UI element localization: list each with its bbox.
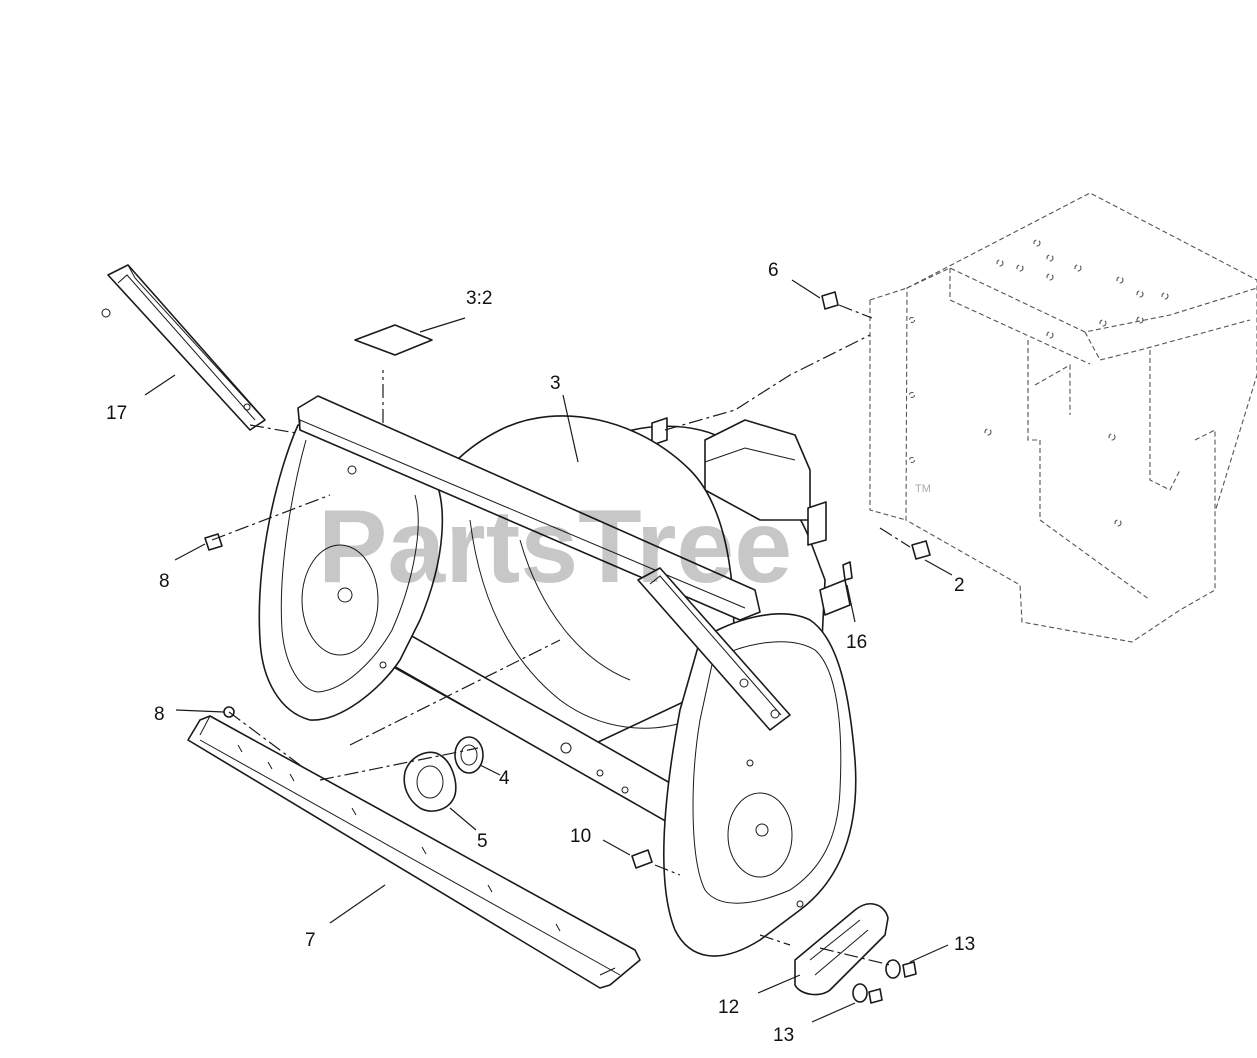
callout-8-upper: 8 — [159, 571, 170, 592]
decal-part-3-2 — [354, 324, 433, 356]
washer-part-13-upper — [885, 959, 901, 979]
nut-part-13-lower — [868, 988, 883, 1004]
callout-16: 16 — [846, 632, 867, 653]
bolt-part-6 — [821, 291, 839, 310]
skid-strip-part-17 — [101, 264, 266, 431]
bearing-part-4 — [454, 736, 484, 774]
scraper-bar-part-7 — [187, 715, 641, 989]
leader-lines — [144, 279, 953, 1023]
callout-7: 7 — [305, 930, 316, 951]
callout-17: 17 — [106, 403, 127, 424]
callout-6: 6 — [768, 260, 779, 281]
watermark-text: PartsTree — [318, 489, 792, 605]
bolt-part-16 — [842, 561, 853, 581]
callout-13-upper: 13 — [954, 934, 975, 955]
blower-housing — [258, 395, 857, 957]
watermark-trademark: TM — [915, 483, 931, 495]
callout-5: 5 — [477, 831, 488, 852]
frame-holes — [908, 239, 1169, 527]
callout-13-lower: 13 — [773, 1025, 794, 1046]
skid-shoe-part-12 — [794, 903, 889, 996]
nut-part-13-upper — [902, 961, 917, 978]
callout-12: 12 — [718, 997, 739, 1018]
callout-4: 4 — [499, 768, 510, 789]
bolt-part-10 — [631, 849, 653, 869]
washer-part-13-lower — [852, 983, 868, 1003]
carriage-bolt-part-8-upper — [204, 533, 223, 551]
callout-3: 3 — [550, 373, 561, 394]
callout-2: 2 — [954, 575, 965, 596]
bearing-flange-part-5 — [403, 751, 457, 812]
callout-labels: 3:2 3 6 17 8 8 2 16 4 5 10 7 13 12 13 — [106, 260, 975, 1046]
assembly-lines — [211, 304, 911, 966]
callout-8-lower: 8 — [154, 704, 165, 725]
nut-part-2 — [911, 540, 931, 560]
callout-3-2: 3:2 — [466, 288, 492, 309]
tractor-frame-ghost — [869, 192, 1257, 643]
callout-10: 10 — [570, 826, 591, 847]
fasteners — [204, 291, 931, 1004]
skid-strip-right — [637, 567, 791, 731]
scraper-slots — [237, 744, 616, 976]
